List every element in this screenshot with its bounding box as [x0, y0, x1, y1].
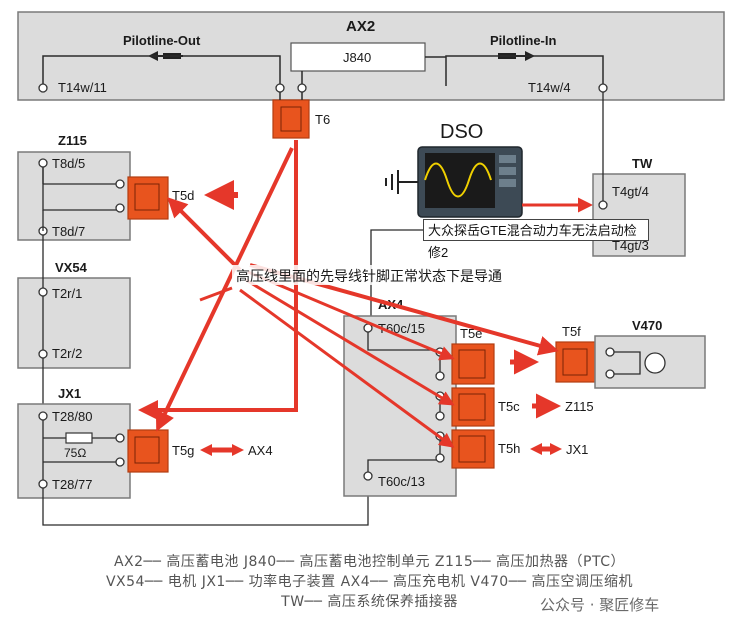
- j840-box: [290, 42, 426, 72]
- v470-motor-icon: [644, 352, 666, 374]
- vx54-box: [17, 277, 131, 369]
- wiring-diagram: AX2 J840 Pilotline-Out Pilotline-In T14w…: [17, 11, 725, 526]
- t5c-target: Z115: [565, 399, 594, 414]
- pin-t8d5: T8d/5: [52, 156, 85, 171]
- pin-t60c13: T60c/13: [378, 474, 425, 489]
- t5g-target: AX4: [248, 443, 273, 458]
- connector-t5d: [127, 176, 169, 220]
- ax2-label: AX2: [346, 18, 375, 35]
- connector-t5f: [555, 341, 597, 383]
- t5f-label: T5f: [562, 324, 581, 339]
- caption-box: 大众探岳GTE混合动力车无法启动检修2: [423, 219, 649, 260]
- t5d-label: T5d: [172, 188, 194, 203]
- pin-t28-80: T28/80: [52, 409, 92, 424]
- legend-line-2: VX54── 电机 JX1── 功率电子装置 AX4── 高压充电机 V470─…: [105, 574, 634, 590]
- pin-t14w4: T14w/4: [528, 80, 571, 95]
- pilotline-out-label: Pilotline-Out: [123, 33, 201, 48]
- connector-t5g: [127, 429, 169, 473]
- jx1-label: JX1: [58, 386, 81, 401]
- j840-label: J840: [343, 50, 371, 65]
- t6-label: T6: [315, 112, 330, 127]
- pin-t8d7: T8d/7: [52, 224, 85, 239]
- pin-t2r1: T2r/1: [52, 286, 82, 301]
- ground-icon: [385, 170, 418, 194]
- legend-line-3: TW── 高压系统保养插接器: [281, 594, 458, 610]
- pilotline-in-label: Pilotline-In: [490, 33, 557, 48]
- legend-line-1: AX2── 高压蓄电池 J840── 高压蓄电池控制单元 Z115── 高压加热…: [113, 554, 625, 570]
- dso-label: DSO: [440, 121, 483, 143]
- tw-label: TW: [632, 156, 653, 171]
- pin-t4gt3: T4gt/3: [612, 238, 649, 253]
- resistor-label: 75Ω: [64, 446, 86, 460]
- watermark: 公众号 · 聚匠修车: [540, 596, 660, 614]
- pin-t14w11: T14w/11: [58, 80, 107, 95]
- pin-t4gt4: T4gt/4: [612, 184, 649, 199]
- jx1-box: [17, 403, 131, 499]
- legend: AX2── 高压蓄电池 J840── 高压蓄电池控制单元 Z115── 高压加热…: [0, 552, 739, 612]
- t5h-target: JX1: [566, 442, 588, 457]
- t5g-label: T5g: [172, 443, 194, 458]
- vx54-label: VX54: [55, 260, 88, 275]
- note-text: 高压线里面的先导线针脚正常状态下是导通: [236, 268, 502, 285]
- t5h-label: T5h: [498, 441, 520, 456]
- v470-label: V470: [632, 318, 662, 333]
- resistor: [65, 432, 93, 444]
- pin-t2r2: T2r/2: [52, 346, 82, 361]
- t5c-label: T5c: [498, 399, 520, 414]
- connector-t6: [272, 99, 310, 139]
- pin-t28-77: T28/77: [52, 477, 92, 492]
- z115-label: Z115: [58, 133, 87, 148]
- z115-box: [17, 151, 131, 241]
- tw-box: [592, 173, 686, 257]
